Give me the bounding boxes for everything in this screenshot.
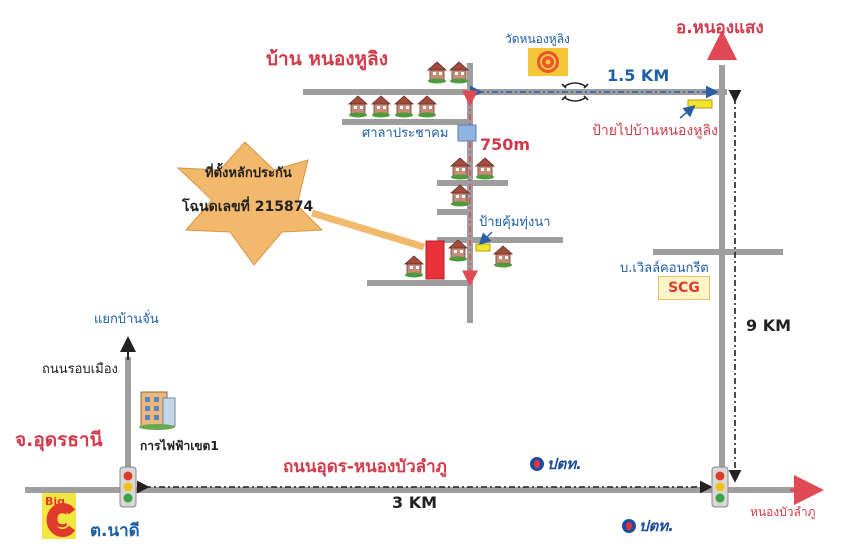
bridge-icon (561, 82, 589, 102)
main-road-label: ถนนอุดร-หนองบัวลำภู (283, 457, 447, 477)
house-icon (348, 95, 368, 118)
sign-field-pointer (478, 231, 493, 246)
temple-label: วัดหนองหูลิง (505, 32, 570, 46)
collateral-star (176, 141, 324, 266)
house-icon (493, 245, 513, 268)
house-icon (417, 95, 437, 118)
house-icon (449, 61, 469, 84)
sign-village-label: ป้ายไปบ้านหนองหูลิง (592, 123, 718, 139)
house-icon (427, 61, 447, 84)
ptt-drop-icon (622, 519, 636, 533)
province-label: จ.อุดรธานี (15, 429, 103, 451)
distance-3km: 3 KM (392, 493, 438, 512)
distance-1-5km: 1.5 KM (607, 66, 670, 85)
ring-road-label: ถนนรอบเมือง (42, 362, 118, 377)
traffic-light-icon (711, 466, 729, 508)
subdistrict-label: ต.นาดี (90, 521, 140, 541)
ptt-station-logo: ปตท. (622, 514, 674, 538)
community-hall-marker (457, 124, 477, 142)
house-icon (371, 95, 391, 118)
bigc-big-text: Big (45, 495, 65, 508)
junction-banchan: แยกบ้านจั่น (94, 312, 159, 327)
ptt-drop-icon (530, 457, 544, 471)
house-icon (475, 157, 495, 180)
collateral-deed-number: โฉนดเลขที่ 215874 (182, 199, 314, 215)
scg-logo: SCG (658, 276, 710, 300)
scg-dealer-label: บ.เวิลล์คอนกรีต (620, 261, 709, 276)
sign-field-marker (475, 243, 491, 252)
district-nongsaeng: อ.หนองแสง (676, 18, 764, 38)
community-hall-label: ศาลาประชาคม (362, 126, 449, 141)
house-icon (404, 255, 424, 278)
temple-icon (528, 48, 568, 76)
sign-field-label: ป้ายคุ้มทุ่งนา (479, 215, 551, 230)
ptt-station-logo: ปตท. (530, 452, 582, 476)
electricity-office-label: การไฟฟ้าเขต1 (140, 439, 219, 453)
bigc-c-letter: C (52, 508, 69, 533)
collateral-title: ที่ตั้งหลักประกัน (205, 166, 292, 181)
bigc-logo: Big (42, 493, 76, 539)
sign-village-pointer (679, 105, 696, 119)
house-icon (450, 184, 470, 207)
building-icon (137, 388, 177, 430)
traffic-light-icon (119, 466, 137, 508)
collateral-location-marker (425, 240, 445, 280)
collateral-pointer-line (310, 209, 426, 251)
sign-village-marker (687, 99, 713, 109)
distance-9km: 9 KM (746, 316, 792, 335)
destination-nongbualamphu: หนองบัวลำภู (750, 505, 816, 519)
house-icon (450, 157, 470, 180)
distance-750m: 750m (480, 135, 531, 154)
village-name: บ้าน หนองหูลิง (266, 48, 388, 70)
house-icon (394, 95, 414, 118)
house-icon (448, 239, 468, 262)
